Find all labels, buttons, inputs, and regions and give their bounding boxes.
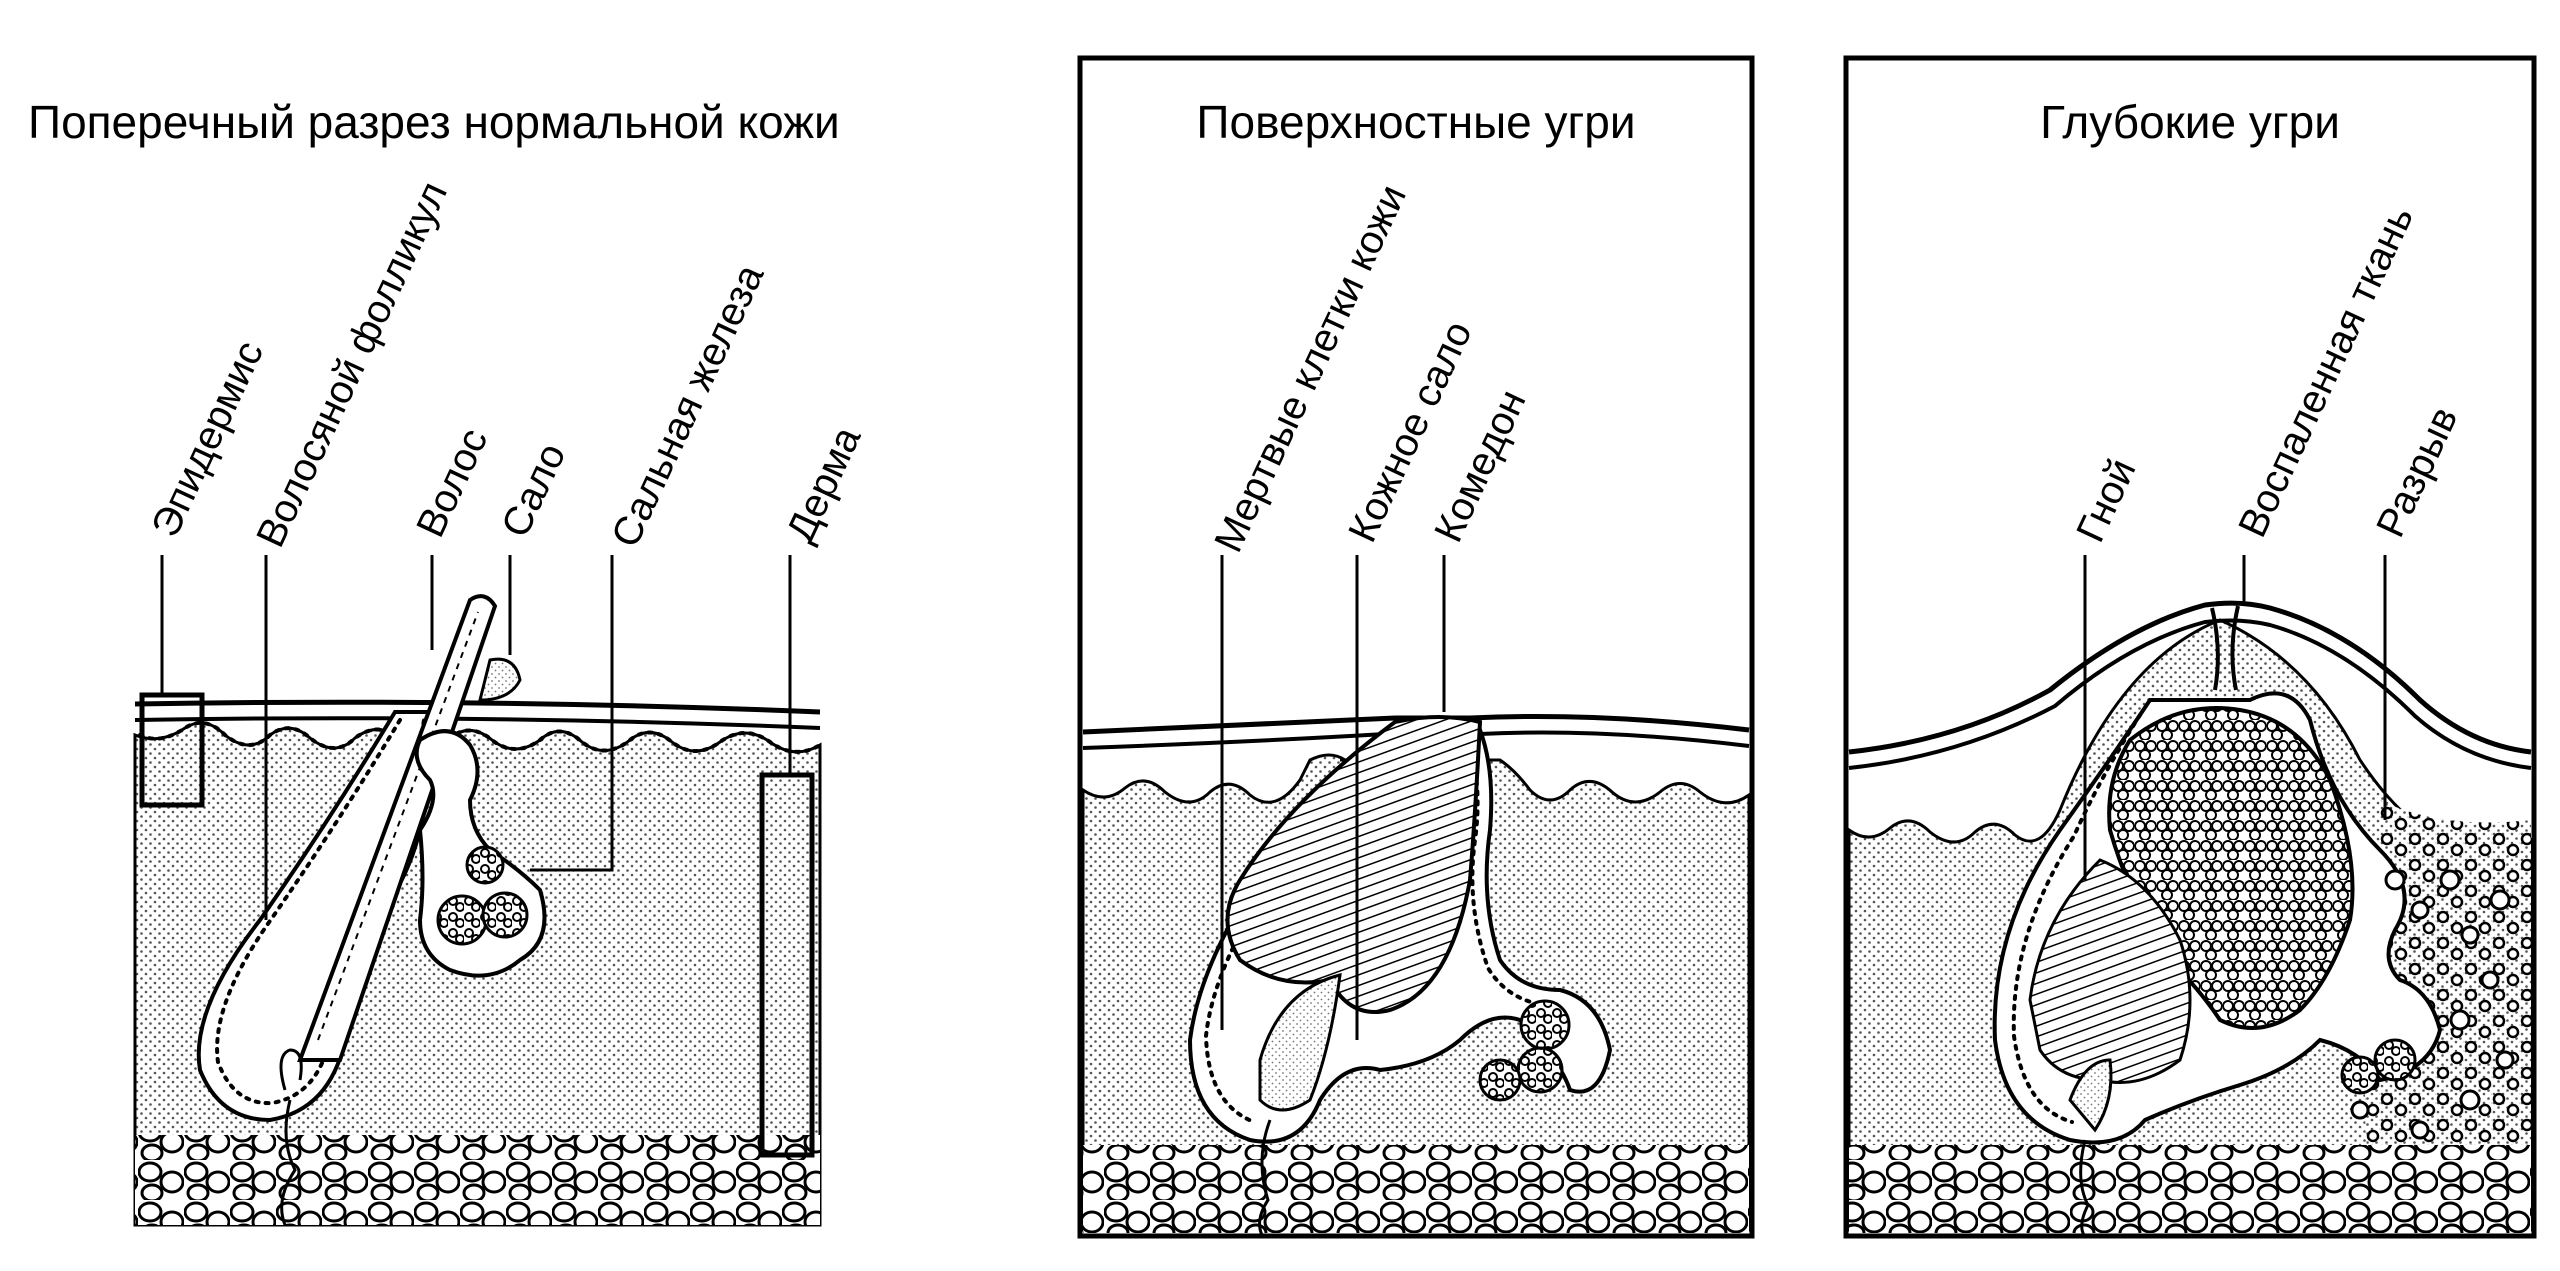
normal-sebum-drop: [478, 657, 522, 702]
dermis-marker-bar: [759, 772, 815, 1158]
panel-normal-skin: Поперечный разрез нормальной кожи: [28, 96, 870, 1227]
panel-deep-acne: Глубокие угри: [1843, 55, 2537, 1239]
deep-rupture-spill: [2350, 869, 2515, 1140]
label-sebum: Сало: [493, 437, 574, 544]
normal-hair-follicle: [196, 710, 443, 1226]
label-sebaceous-gland: Сальная железа: [603, 257, 772, 553]
panel-superficial-acne: Поверхностные угри Мертвые клетки кожи К…: [1077, 55, 1755, 1239]
deep-inflamed-tissue: [2365, 800, 2531, 1230]
normal-fat-layer: [135, 1135, 820, 1225]
panel-superficial-title: Поверхностные угри: [1196, 96, 1635, 148]
superficial-fat: [1083, 1145, 1749, 1233]
panel-deep-title: Глубокие угри: [2040, 96, 2340, 148]
label-hair: Волос: [408, 422, 496, 544]
panel-normal-title: Поперечный разрез нормальной кожи: [28, 96, 840, 148]
deep-fat: [1849, 1145, 2531, 1233]
label-epidermis: Эпидермис: [143, 334, 272, 543]
normal-hair-shaft: [297, 594, 498, 1062]
normal-epidermis-surface: [134, 699, 821, 715]
epidermis-marker-box: [139, 692, 205, 808]
normal-sebaceous-gland: [414, 729, 547, 978]
label-dermis: Дерма: [778, 420, 869, 549]
